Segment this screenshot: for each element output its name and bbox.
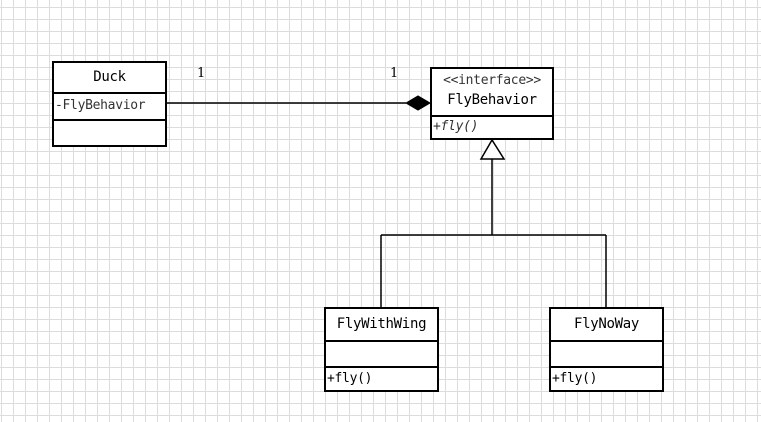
- class-flybehavior-name-section: <<interface>> FlyBehavior: [432, 69, 552, 115]
- class-flynoway-name-section: FlyNoWay: [551, 309, 662, 340]
- class-duck-operations-section: [54, 119, 165, 145]
- attribute-item: -FlyBehavior: [55, 98, 146, 113]
- realization-triangle-icon: [479, 138, 506, 160]
- class-flynoway-attributes-section: [551, 340, 662, 366]
- class-duck[interactable]: Duck -FlyBehavior: [52, 61, 167, 147]
- class-flywithwing-attributes-section: [326, 340, 437, 366]
- class-flywithwing-name-section: FlyWithWing: [326, 309, 437, 340]
- multiplicity-target: 1: [390, 66, 399, 81]
- class-name: FlyWithWing: [336, 316, 427, 332]
- stereotype-label: <<interface>>: [443, 73, 541, 88]
- class-flywithwing[interactable]: FlyWithWing +fly(): [324, 307, 439, 392]
- class-duck-name-section: Duck: [54, 63, 165, 92]
- class-name: Duck: [93, 69, 126, 85]
- class-name: FlyBehavior: [447, 92, 537, 108]
- class-flybehavior-operations-section: +fly(): [432, 115, 552, 138]
- operation-item: +fly(): [327, 371, 373, 386]
- class-flywithwing-operations-section: +fly(): [326, 366, 437, 392]
- composition-diamond-icon: [405, 95, 431, 111]
- class-flybehavior[interactable]: <<interface>> FlyBehavior +fly(): [430, 67, 554, 140]
- class-flynoway-operations-section: +fly(): [551, 366, 662, 392]
- operation-item: +fly(): [552, 371, 598, 386]
- operation-item: +fly(): [433, 119, 479, 134]
- class-duck-attributes-section: -FlyBehavior: [54, 92, 165, 119]
- class-name: FlyNoWay: [573, 316, 640, 332]
- class-flynoway[interactable]: FlyNoWay +fly(): [549, 307, 664, 392]
- multiplicity-source: 1: [197, 66, 206, 81]
